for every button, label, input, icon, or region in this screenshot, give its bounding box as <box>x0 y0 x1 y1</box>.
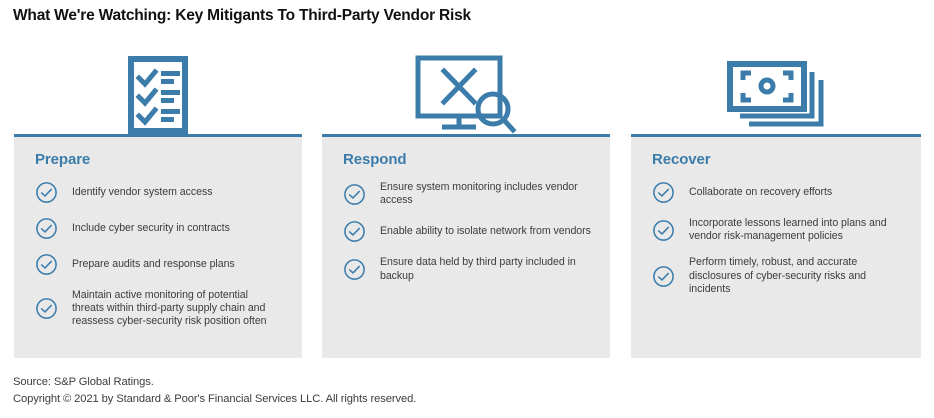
list-item: Include cyber security in contracts <box>35 217 292 240</box>
list-item: Ensure system monitoring includes vendor… <box>343 181 600 207</box>
check-circle-icon <box>36 254 57 275</box>
panel-heading-respond: Respond <box>343 151 407 168</box>
panel-prepare: Prepare Identify vendor system access In… <box>14 134 302 358</box>
banknotes-stack-icon-container <box>631 48 921 134</box>
check-circle-icon <box>36 182 57 203</box>
page-title: What We're Watching: Key Mitigants To Th… <box>13 7 471 24</box>
panel-heading-recover: Recover <box>652 151 711 168</box>
check-circle-icon <box>344 221 365 243</box>
panel-recover: Recover Collaborate on recovery efforts … <box>631 134 921 358</box>
check-circle-icon <box>653 265 674 287</box>
banknotes-stack-icon <box>727 61 824 127</box>
checklist-icon-container <box>14 48 302 134</box>
bullet-list-recover: Collaborate on recovery efforts Incorpor… <box>652 181 911 309</box>
list-item: Perform timely, robust, and accurate dis… <box>652 256 911 296</box>
check-circle-icon <box>344 183 365 205</box>
list-item-label: Perform timely, robust, and accurate dis… <box>689 256 867 295</box>
list-item-label: Prepare audits and response plans <box>72 257 235 270</box>
list-item: Incorporate lessons learned into plans a… <box>652 217 911 243</box>
list-item: Ensure data held by third party included… <box>343 256 600 282</box>
check-circle-icon <box>653 182 674 203</box>
list-item-label: Maintain active monitoring of potential … <box>72 289 267 328</box>
panel-respond: Respond Ensure system monitoring include… <box>322 134 610 358</box>
list-item-label: Ensure data held by third party included… <box>380 256 576 282</box>
footer: Source: S&P Global Ratings. Copyright © … <box>13 374 416 407</box>
panel-heading-prepare: Prepare <box>35 151 91 168</box>
check-circle-icon <box>653 219 674 241</box>
checklist-icon <box>128 56 188 134</box>
bullet-list-respond: Ensure system monitoring includes vendor… <box>343 181 600 296</box>
footer-copyright: Copyright © 2021 by Standard & Poor's Fi… <box>13 392 417 405</box>
check-circle-icon <box>344 259 365 280</box>
list-item-label: Enable ability to isolate network from v… <box>380 225 591 238</box>
monitor-alert-search-icon <box>415 55 517 134</box>
columns-container: Prepare Identify vendor system access In… <box>0 134 934 358</box>
list-item: Maintain active monitoring of potential … <box>35 289 292 329</box>
list-item-label: Identify vendor system access <box>72 185 213 198</box>
check-circle-icon <box>36 298 57 320</box>
list-item: Identify vendor system access <box>35 181 292 204</box>
list-item-label: Collaborate on recovery efforts <box>689 185 833 198</box>
bullet-list-prepare: Identify vendor system access Include cy… <box>35 181 292 342</box>
icon-row <box>0 48 934 134</box>
list-item: Prepare audits and response plans <box>35 253 292 276</box>
check-circle-icon <box>36 218 57 239</box>
list-item-label: Ensure system monitoring includes vendor… <box>380 181 578 207</box>
monitor-alert-search-icon-container <box>322 48 610 134</box>
list-item-label: Incorporate lessons learned into plans a… <box>689 217 887 243</box>
footer-source: Source: S&P Global Ratings. <box>13 376 154 388</box>
list-item: Enable ability to isolate network from v… <box>343 220 600 243</box>
list-item: Collaborate on recovery efforts <box>652 181 911 204</box>
list-item-label: Include cyber security in contracts <box>72 221 230 234</box>
